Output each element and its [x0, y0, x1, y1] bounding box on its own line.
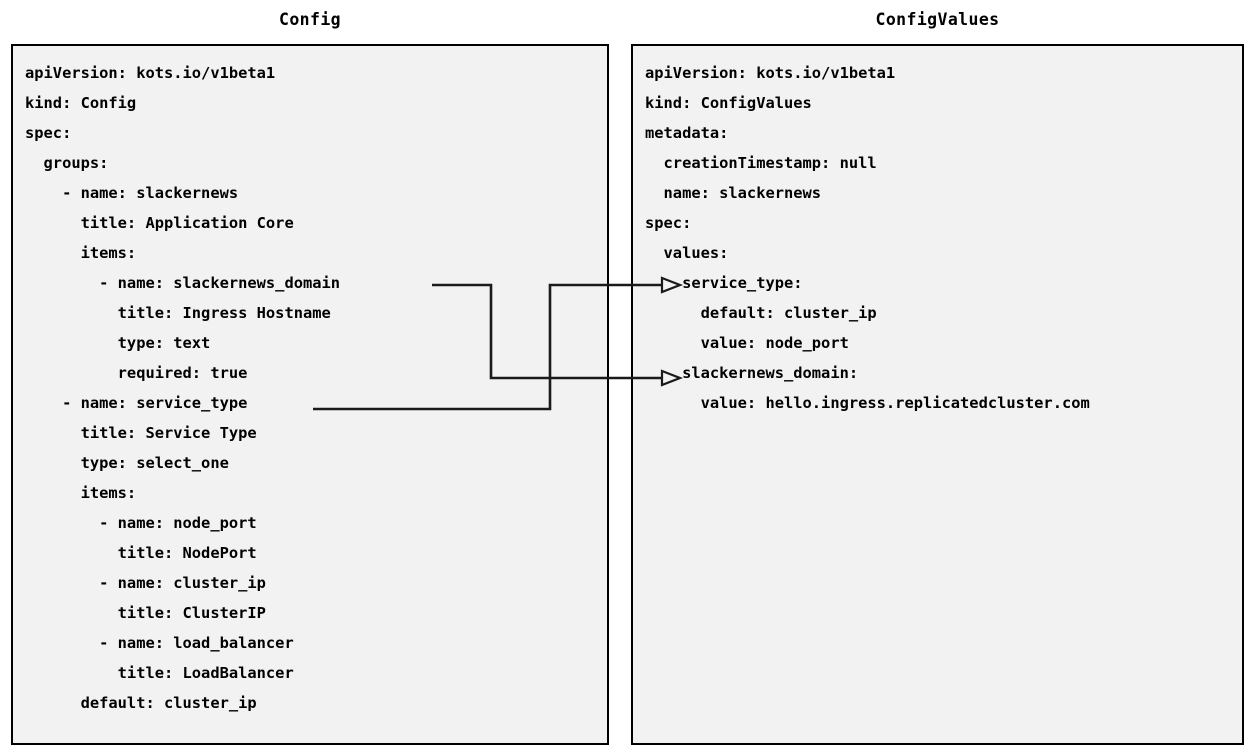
page-title-configvalues: ConfigValues — [875, 10, 1000, 29]
page-title-config: Config — [278, 10, 341, 29]
configvalues-panel: apiVersion: kots.io/v1beta1 kind: Config… — [631, 44, 1244, 745]
configvalues-yaml-code: apiVersion: kots.io/v1beta1 kind: Config… — [645, 64, 1090, 412]
config-yaml-code: apiVersion: kots.io/v1beta1 kind: Config… — [25, 64, 341, 712]
config-panel: apiVersion: kots.io/v1beta1 kind: Config… — [11, 44, 609, 745]
